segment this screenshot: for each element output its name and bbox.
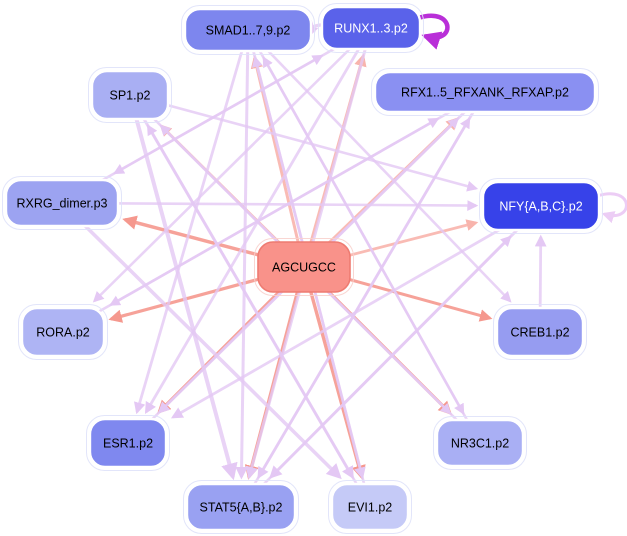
node-creb1[interactable]: CREB1.p2: [493, 304, 587, 360]
node-box: [90, 69, 170, 121]
node-outline: [181, 5, 315, 55]
edge-rxrg-nfy: [61, 200, 479, 211]
node-box: [4, 178, 120, 228]
node-outline: [254, 238, 354, 296]
node-box: [481, 180, 601, 232]
node-smad[interactable]: SMAD1..7,9.p2: [181, 5, 315, 55]
node-outline: [371, 68, 599, 116]
node-box: [495, 306, 585, 358]
node-box: [88, 417, 168, 469]
edge-evi1-sp1: [146, 124, 372, 508]
edge-rora-rfx: [62, 117, 440, 334]
node-box: [373, 70, 597, 114]
self-loop-runx: [417, 13, 450, 50]
edge-smad-esr1: [133, 29, 250, 415]
node-nfy[interactable]: NFY{A,B,C}.p2: [479, 178, 603, 234]
node-nr3c1[interactable]: NR3C1.p2: [433, 416, 527, 470]
node-rora[interactable]: RORA.p2: [18, 304, 108, 360]
edge-nr3c1-smad: [262, 56, 482, 444]
node-outline: [2, 176, 122, 230]
node-box: [435, 418, 525, 468]
node-box: [320, 5, 422, 51]
node-outline: [493, 304, 587, 360]
node-box: [330, 482, 410, 532]
node-evi1[interactable]: EVI1.p2: [328, 480, 412, 534]
edge-smad-stat5: [235, 29, 250, 480]
node-box: [257, 241, 351, 293]
edge-stat5-rfx: [239, 117, 471, 508]
edge-runx-rora: [92, 27, 372, 303]
self-loop-nfy: [596, 192, 627, 224]
edge-rxrg-evi1: [60, 201, 342, 480]
node-rfx[interactable]: RFX1..5_RFXANK_RFXAP.p2: [371, 68, 599, 116]
edge-smad-creb1: [247, 29, 512, 303]
node-outline: [479, 178, 603, 234]
edge-stat5-nfy: [240, 235, 512, 508]
edge-sp1-nfy: [129, 93, 479, 192]
node-esr1[interactable]: ESR1.p2: [86, 415, 170, 471]
node-rxrg[interactable]: RXRG_dimer.p3: [2, 176, 122, 230]
node-outline: [18, 304, 108, 360]
node-stat5[interactable]: STAT5{A,B}.p2: [183, 480, 299, 534]
node-box: [20, 306, 106, 358]
node-runx[interactable]: RUNX1..3.p2: [318, 3, 424, 53]
node-outline: [88, 67, 172, 123]
edge-rxrg-runx: [61, 54, 324, 205]
node-sp1[interactable]: SP1.p2: [88, 67, 172, 123]
node-outline: [86, 415, 170, 471]
node-box: [183, 7, 313, 53]
node-outline: [183, 480, 299, 534]
node-outline: [433, 416, 527, 470]
node-outline: [318, 3, 424, 53]
node-center[interactable]: AGCUGCC: [254, 238, 354, 296]
edge-sp1-stat5: [128, 94, 238, 481]
node-box: [185, 482, 297, 532]
node-outline: [328, 480, 412, 534]
